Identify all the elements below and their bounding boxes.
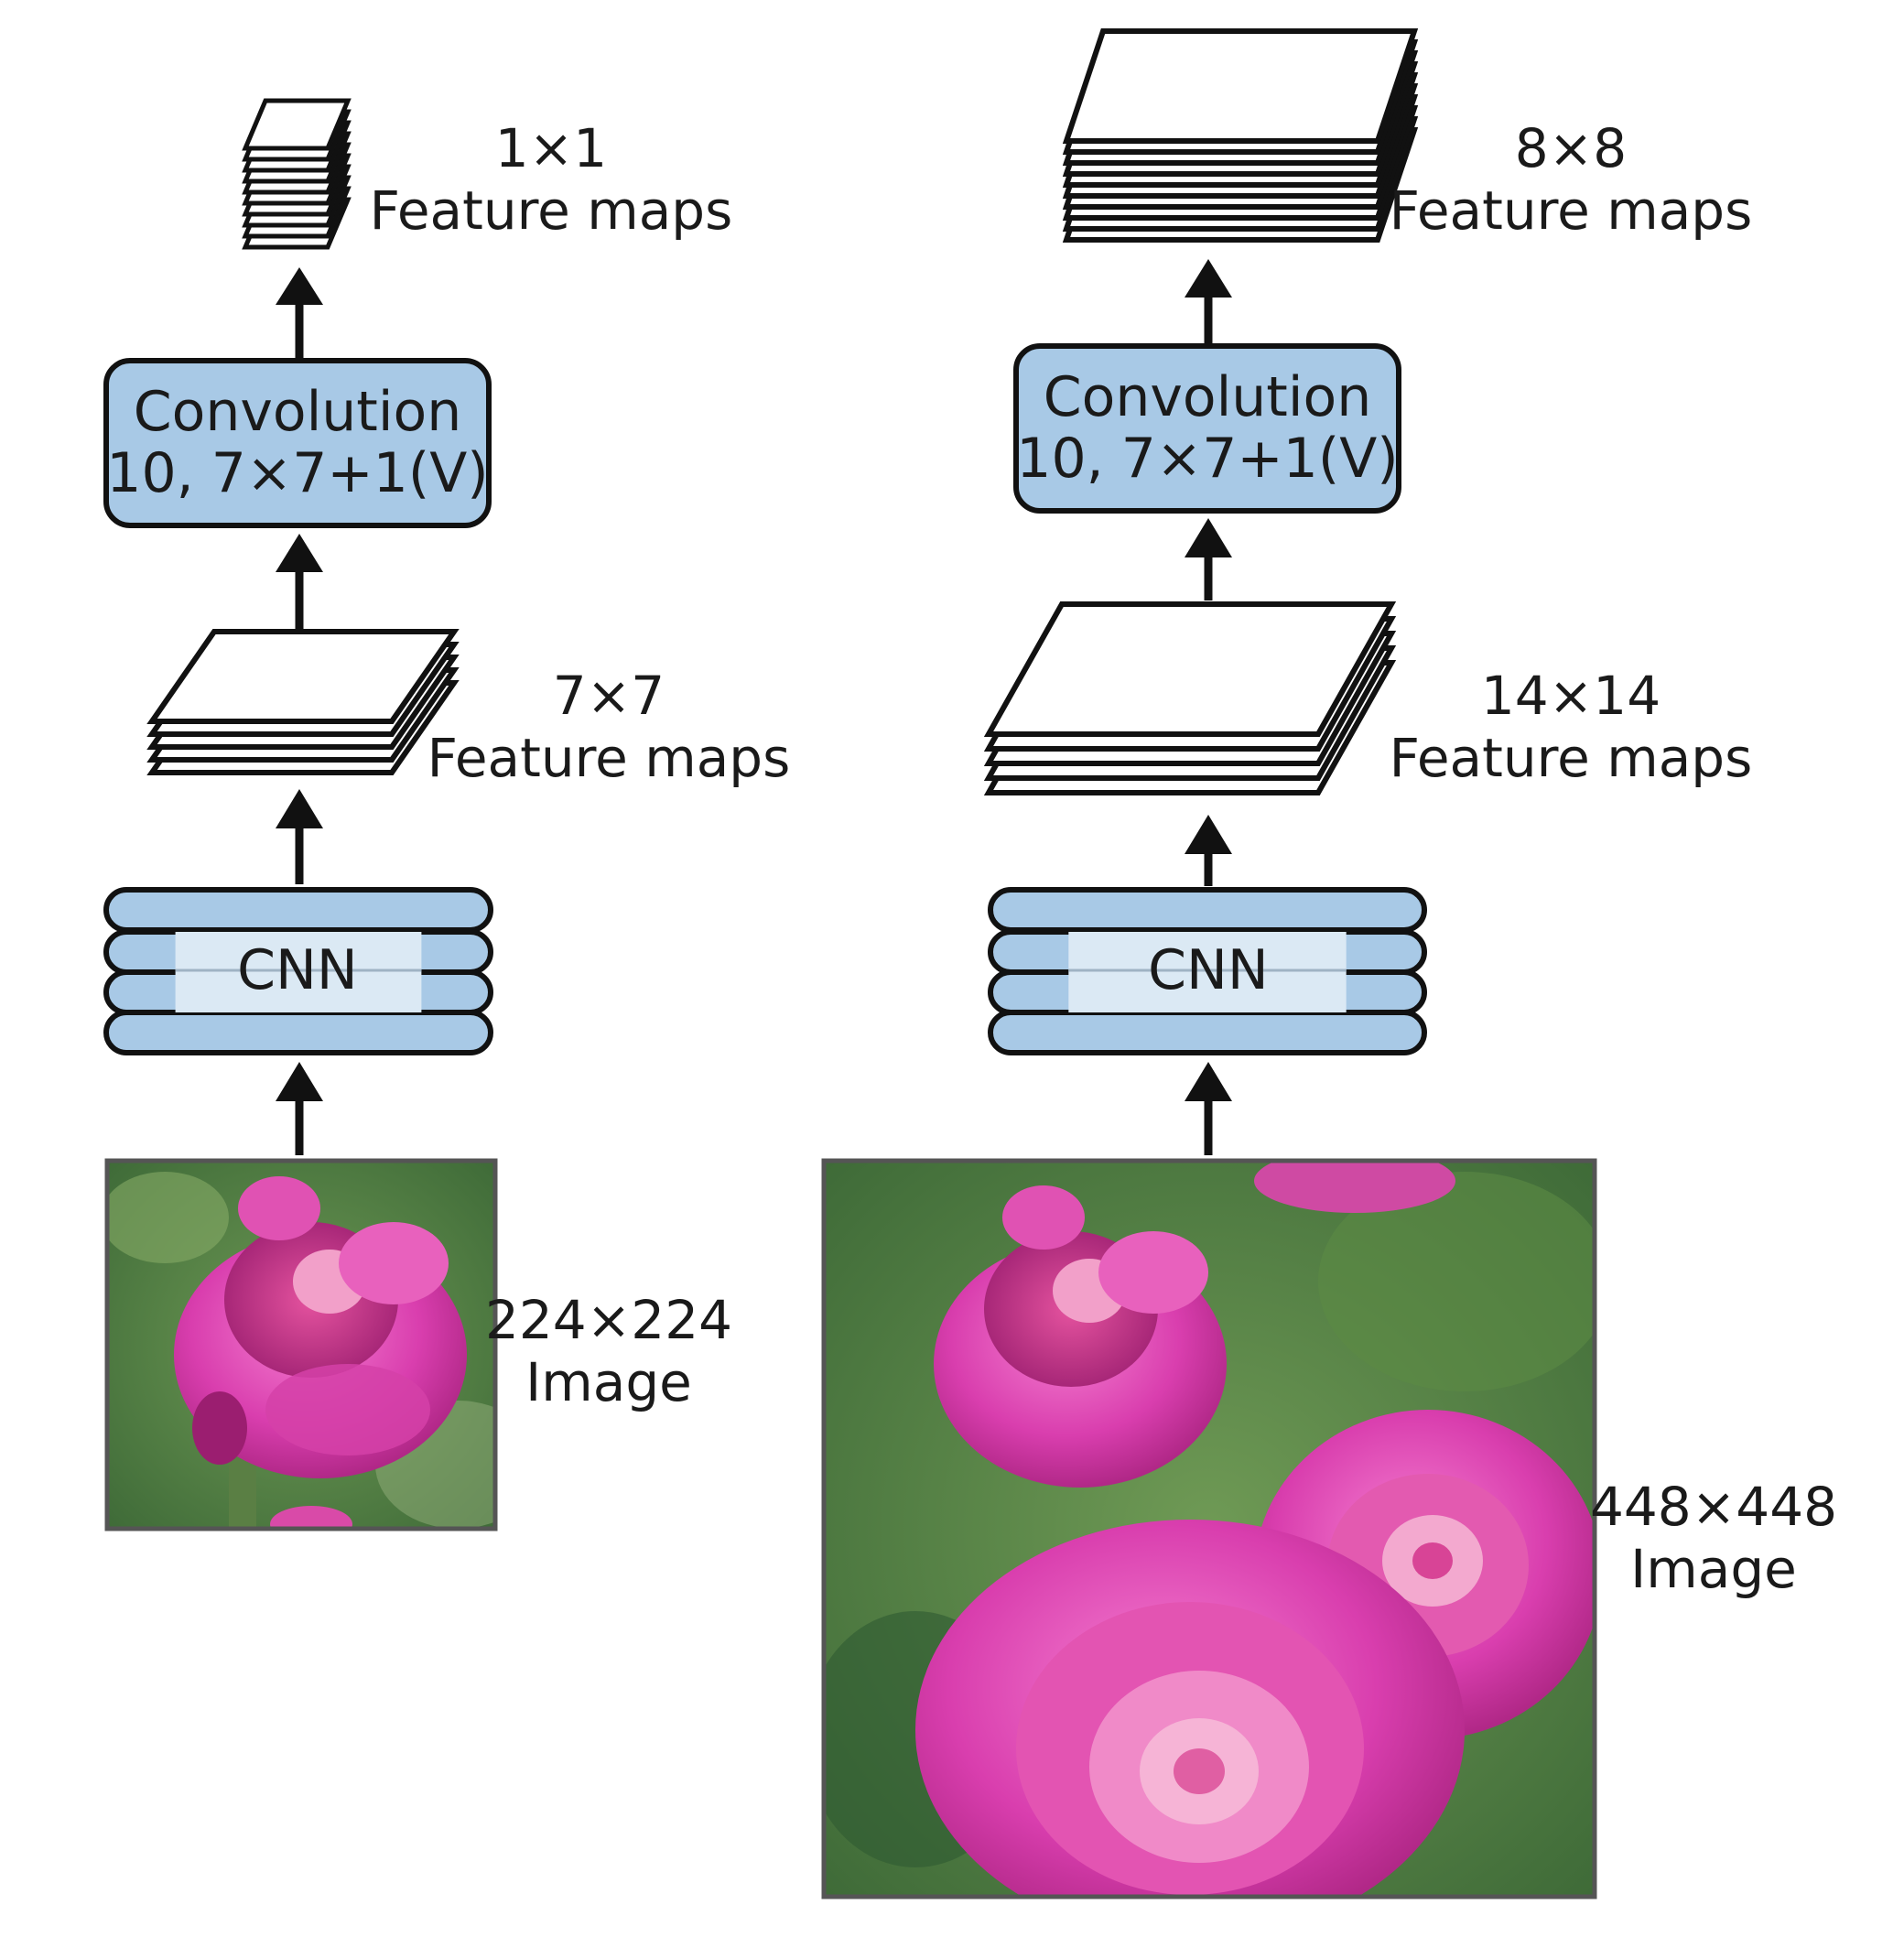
right-convolution-block: Convolution 10, 7×7+1(V) (1013, 343, 1401, 514)
right-top-feature-map-stack-icon (1062, 28, 1419, 243)
right-cnn-label: CNN (1148, 938, 1269, 1002)
up-arrow-icon (1185, 815, 1232, 886)
right-mid-maps-caption: Feature maps (1390, 727, 1753, 789)
right-image-size: 448×448 (1590, 1476, 1837, 1538)
cnn-layer-bar (988, 887, 1427, 933)
rose-photo (174, 1176, 467, 1478)
left-cnn-label: CNN (237, 938, 358, 1002)
right-column: 8×8 Feature maps Convolution 10, 7×7+1(V… (821, 28, 1837, 1899)
right-top-maps-size: 8×8 (1515, 117, 1627, 179)
left-column: 1×1 Feature maps Convolution 10, 7×7+1(V… (103, 98, 791, 1531)
feature-map-sheet (146, 629, 460, 724)
up-arrow-icon (1185, 518, 1232, 601)
feature-map-sheet (983, 601, 1397, 737)
rose-photo (915, 1185, 1595, 1897)
left-top-feature-map-stack-icon (242, 98, 352, 250)
right-conv-label-line1: Convolution (1044, 365, 1371, 429)
left-cnn-block (103, 887, 493, 1055)
right-image-caption: Image (1630, 1538, 1797, 1600)
up-arrow-icon (276, 789, 323, 884)
right-mid-feature-map-stack-icon (983, 601, 1397, 795)
right-input-image (821, 1158, 1597, 1899)
cnn-layer-bar (988, 1010, 1427, 1055)
cnn-layer-bar (103, 1010, 493, 1055)
up-arrow-icon (276, 1062, 323, 1155)
feature-map-sheet (1062, 28, 1419, 144)
left-image-size: 224×224 (485, 1289, 732, 1351)
left-input-image (104, 1158, 498, 1531)
left-mid-maps-caption: Feature maps (427, 727, 791, 789)
up-arrow-icon (1185, 259, 1232, 344)
left-top-maps-size: 1×1 (495, 117, 607, 179)
up-arrow-icon (276, 267, 323, 359)
left-mid-maps-size: 7×7 (553, 665, 665, 727)
left-conv-label-line2: 10, 7×7+1(V) (106, 441, 488, 505)
left-top-maps-caption: Feature maps (370, 179, 733, 242)
feature-map-sheet (242, 98, 352, 151)
left-convolution-block: Convolution 10, 7×7+1(V) (103, 358, 492, 528)
left-image-caption: Image (525, 1351, 692, 1413)
right-top-maps-caption: Feature maps (1390, 179, 1753, 242)
right-mid-maps-size: 14×14 (1481, 665, 1661, 727)
right-conv-label-line2: 10, 7×7+1(V) (1016, 427, 1398, 491)
cnn-center-panel (175, 932, 422, 1012)
left-conv-label-line1: Convolution (134, 380, 461, 444)
cnn-center-panel (1068, 932, 1347, 1012)
up-arrow-icon (1185, 1062, 1232, 1155)
right-cnn-block (988, 887, 1427, 1055)
cnn-layer-bar (103, 887, 493, 933)
up-arrow-icon (276, 534, 323, 632)
left-mid-feature-map-stack-icon (146, 629, 460, 775)
